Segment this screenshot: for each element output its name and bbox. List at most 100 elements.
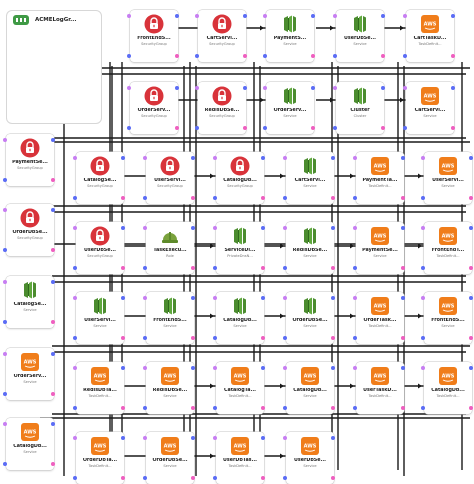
node-orderdb-sg[interactable]: OrderDbSe... SecurityGroup [3,204,55,256]
port-dot[interactable] [311,54,315,58]
node-task-exec-role[interactable]: TaskExecu... Role [143,222,195,274]
node-payment-service-sg[interactable]: PaymentSe... SecurityGroup [3,134,55,186]
port-dot[interactable] [381,86,385,90]
port-dot[interactable] [401,366,405,370]
port-dot[interactable] [73,336,77,340]
port-dot[interactable] [451,86,455,90]
port-dot[interactable] [3,208,7,212]
port-dot[interactable] [331,156,335,160]
node-cart-taskdef[interactable]: AWS CartTaskD... TaskDefinit... [403,10,455,62]
node-frontend-sg[interactable]: FrontEndS... SecurityGroup [127,10,179,62]
node-redisdb-service-td[interactable]: AWS RedisDbSe... Service [143,362,195,414]
port-dot[interactable] [73,366,77,370]
port-dot[interactable] [469,296,473,300]
port-dot[interactable] [469,266,473,270]
port-dot[interactable] [331,476,335,480]
port-dot[interactable] [3,352,7,356]
node-catalog-service[interactable]: CatalogSe... Service [3,276,55,328]
port-dot[interactable] [283,336,287,340]
port-dot[interactable] [191,156,195,160]
port-dot[interactable] [353,226,357,230]
port-dot[interactable] [191,336,195,340]
port-dot[interactable] [283,476,287,480]
port-dot[interactable] [261,266,265,270]
node-redisdb-sg[interactable]: RedisDbSe... SecurityGroup [195,82,247,134]
port-dot[interactable] [421,336,425,340]
port-dot[interactable] [403,14,407,18]
port-dot[interactable] [73,296,77,300]
port-dot[interactable] [469,336,473,340]
port-dot[interactable] [51,422,55,426]
node-catalogdb-sg[interactable]: CatalogDb... SecurityGroup [213,152,265,204]
port-dot[interactable] [191,366,195,370]
port-dot[interactable] [51,208,55,212]
port-dot[interactable] [3,178,7,182]
port-dot[interactable] [143,406,147,410]
node-user-taskdef[interactable]: AWS UserTaskD... TaskDefinit... [353,362,405,414]
port-dot[interactable] [121,336,125,340]
port-dot[interactable] [353,196,357,200]
port-dot[interactable] [121,296,125,300]
node-payment-taskdef[interactable]: AWS PaymentTa... TaskDefinit... [353,152,405,204]
port-dot[interactable] [195,54,199,58]
node-catalogdb-service-td[interactable]: AWS CatalogDb... Service [283,362,335,414]
port-dot[interactable] [261,476,265,480]
port-dot[interactable] [213,196,217,200]
node-catalogdb-taskdef[interactable]: AWS CatalogDb... TaskDefinit... [421,362,473,414]
node-orderdb-service[interactable]: OrderDbSe... Service [283,292,335,344]
port-dot[interactable] [213,296,217,300]
port-dot[interactable] [283,196,287,200]
port-dot[interactable] [261,226,265,230]
port-dot[interactable] [213,226,217,230]
port-dot[interactable] [51,178,55,182]
port-dot[interactable] [331,366,335,370]
port-dot[interactable] [143,366,147,370]
port-dot[interactable] [3,392,7,396]
port-dot[interactable] [403,126,407,130]
node-order-service[interactable]: OrderServ... Service [263,82,315,134]
port-dot[interactable] [143,476,147,480]
port-dot[interactable] [283,226,287,230]
port-dot[interactable] [191,406,195,410]
node-userdb-service[interactable]: UserDbSe... Service [333,10,385,62]
port-dot[interactable] [353,406,357,410]
port-dot[interactable] [143,436,147,440]
port-dot[interactable] [127,86,131,90]
port-dot[interactable] [3,280,7,284]
port-dot[interactable] [261,436,265,440]
port-dot[interactable] [191,196,195,200]
port-dot[interactable] [421,366,425,370]
port-dot[interactable] [469,196,473,200]
port-dot[interactable] [283,406,287,410]
port-dot[interactable] [311,86,315,90]
port-dot[interactable] [401,336,405,340]
port-dot[interactable] [469,366,473,370]
port-dot[interactable] [451,126,455,130]
port-dot[interactable] [51,248,55,252]
port-dot[interactable] [243,86,247,90]
node-cluster[interactable]: Cluster Cluster [333,82,385,134]
port-dot[interactable] [333,54,337,58]
node-redisdb-taskdef[interactable]: AWS RedisDbTa... TaskDefinit... [73,362,125,414]
port-dot[interactable] [51,392,55,396]
node-payment-service[interactable]: PaymentS... Service [263,10,315,62]
node-redisdb-service[interactable]: RedisDbSe... Service [283,222,335,274]
port-dot[interactable] [403,54,407,58]
port-dot[interactable] [331,436,335,440]
port-dot[interactable] [311,126,315,130]
node-orderdb-taskdef[interactable]: AWS OrderDbTa... TaskDefinit... [73,432,125,484]
port-dot[interactable] [401,156,405,160]
node-catalogdb-td-bottom[interactable]: AWS CatalogDb... Service [3,418,55,470]
port-dot[interactable] [261,196,265,200]
port-dot[interactable] [331,296,335,300]
port-dot[interactable] [283,156,287,160]
port-dot[interactable] [331,406,335,410]
port-dot[interactable] [381,126,385,130]
node-catalog-taskdef[interactable]: AWS CatalogTa... TaskDefinit... [213,362,265,414]
node-frontend-service[interactable]: FrontEndS... Service [143,292,195,344]
port-dot[interactable] [213,266,217,270]
node-user-service[interactable]: UserServi... Service [73,292,125,344]
port-dot[interactable] [191,226,195,230]
port-dot[interactable] [121,406,125,410]
port-dot[interactable] [213,336,217,340]
